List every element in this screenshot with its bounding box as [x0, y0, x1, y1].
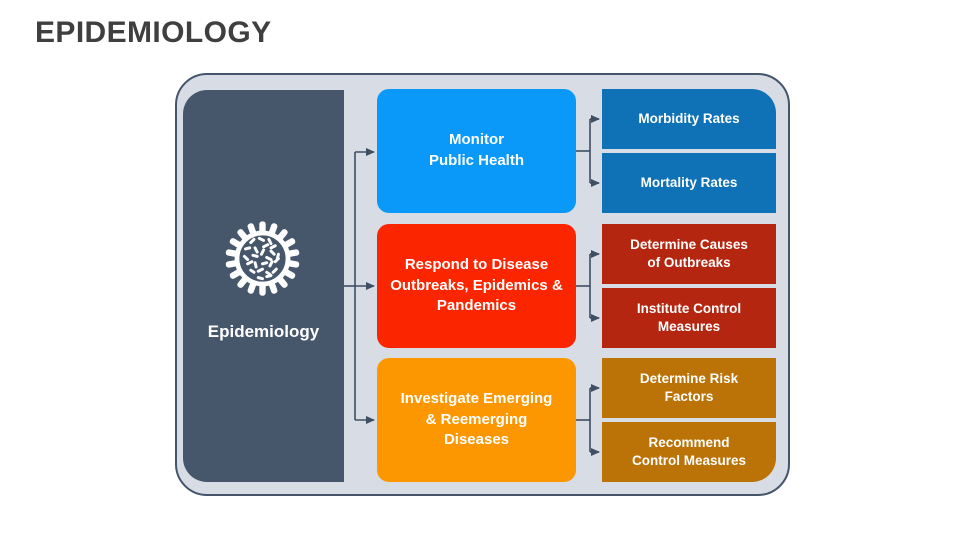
sub-node-determine-risk-factors: Determine Risk Factors — [602, 358, 776, 418]
sub-node-institute-control: Institute Control Measures — [602, 288, 776, 348]
main-node-monitor-public-health: Monitor Public Health — [377, 89, 576, 213]
virus-icon — [225, 221, 300, 296]
sub-node-label: Institute Control Measures — [636, 301, 742, 334]
sub-node-label: Determine Causes of Outbreaks — [630, 237, 748, 270]
main-node-label: Monitor Public Health — [428, 131, 525, 169]
sub-node-label: Determine Risk Factors — [639, 371, 739, 404]
sub-node-label: Recommend Control Measures — [631, 435, 747, 468]
sub-node-label: Morbidity Rates — [638, 111, 740, 127]
slide-title: EPIDEMIOLOGY — [35, 16, 272, 49]
sub-node-recommend-control-measures: Recommend Control Measures — [602, 422, 776, 482]
main-node-label: Respond to Disease Outbreaks, Epidemics … — [390, 255, 563, 315]
sub-node-determine-causes: Determine Causes of Outbreaks — [602, 224, 776, 284]
sub-node-label: Mortality Rates — [640, 175, 738, 191]
sub-node-mortality-rates: Mortality Rates — [602, 153, 776, 213]
main-node-label: Investigate Emerging & Reemerging Diseas… — [400, 389, 553, 449]
main-node-investigate-diseases: Investigate Emerging & Reemerging Diseas… — [377, 358, 576, 482]
main-node-respond-outbreaks: Respond to Disease Outbreaks, Epidemics … — [377, 224, 576, 348]
root-node-label: Epidemiology — [207, 322, 320, 341]
sub-node-morbidity-rates: Morbidity Rates — [602, 89, 776, 149]
